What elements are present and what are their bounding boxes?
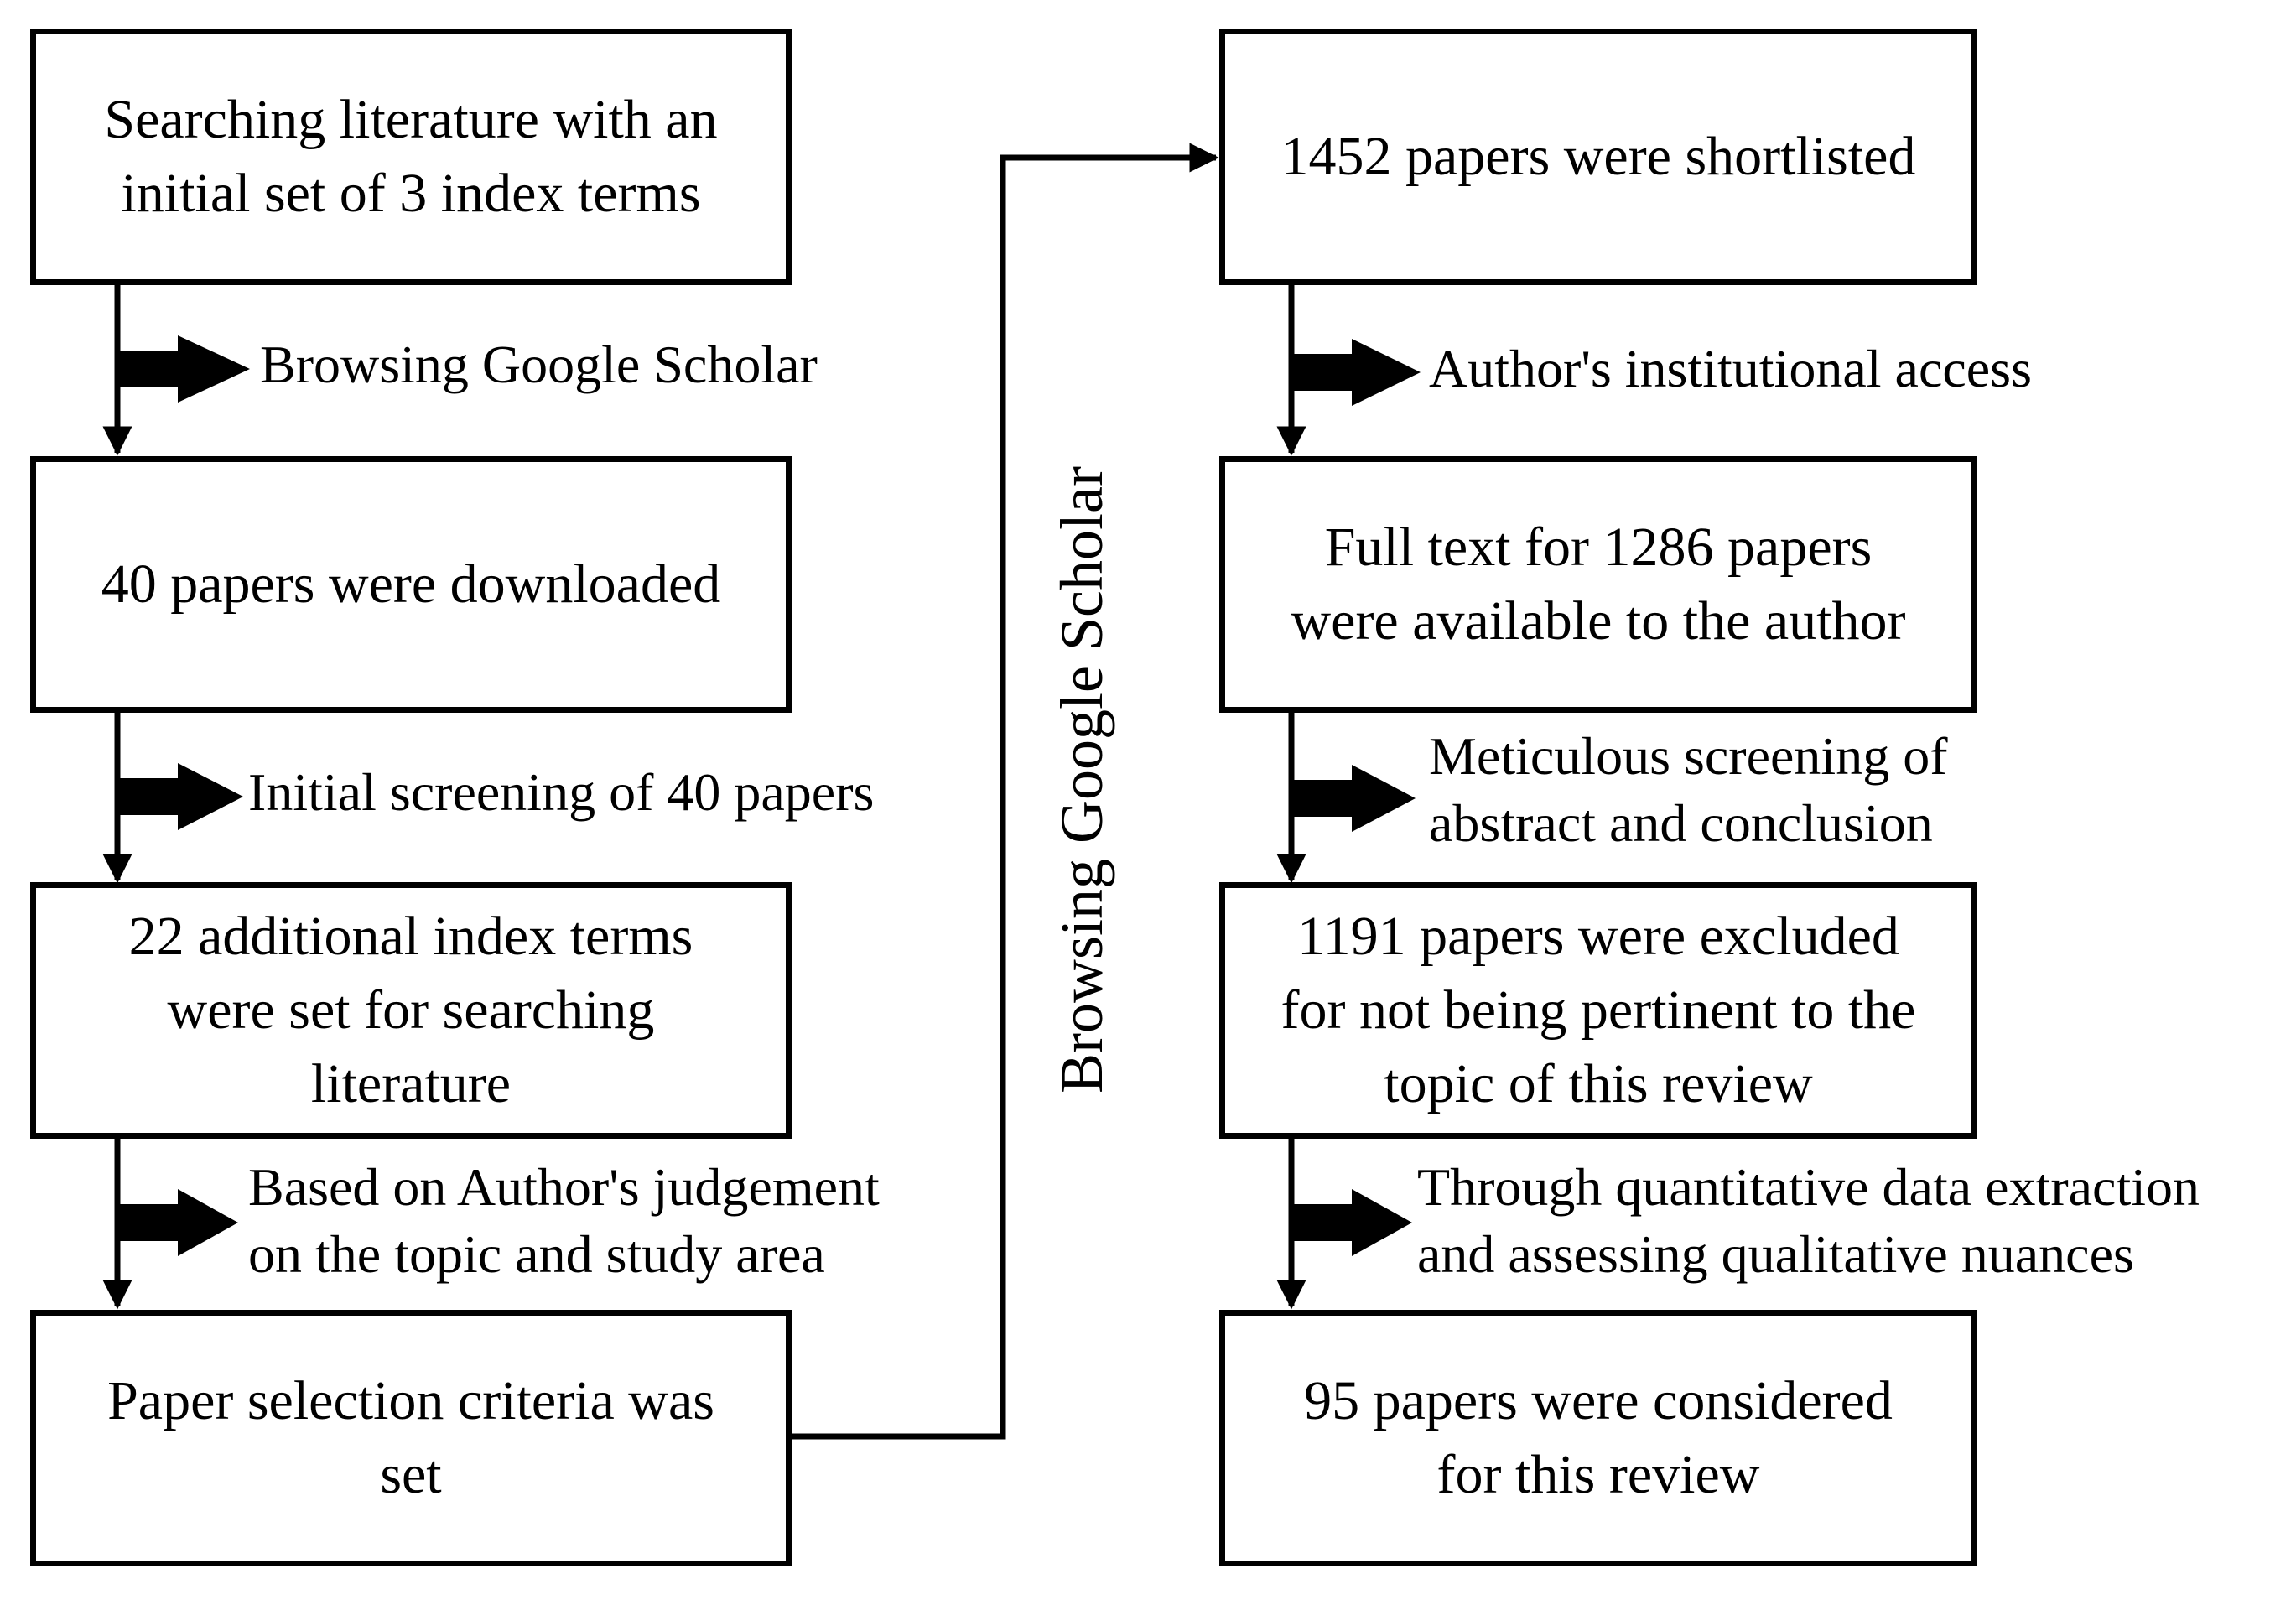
step-label-meticulous-screening: Meticulous screening of abstract and con… <box>1429 726 1948 853</box>
right-step-arrow-3 <box>1291 1189 1412 1256</box>
left-step-arrow-3 <box>117 1189 238 1256</box>
step-label-institutional-access: Author's institutional access <box>1429 339 2032 398</box>
right-step-arrow-2 <box>1291 765 1416 832</box>
box-additional-index-terms: 22 additional index terms were set for s… <box>30 882 792 1139</box>
box-excluded: 1191 papers were excluded for not being … <box>1219 882 1977 1139</box>
bridge-connector <box>792 143 1219 1440</box>
left-step-arrow-1 <box>117 335 250 403</box>
step-label-author-judgement: Based on Author's judgement on the topic… <box>248 1157 880 1284</box>
box-considered: 95 papers were considered for this revie… <box>1219 1310 1977 1566</box>
step-label-data-extraction: Through quantitative data extraction and… <box>1417 1157 2200 1284</box>
box-shortlisted: 1452 papers were shortlisted <box>1219 29 1977 285</box>
step-label-initial-screening: Initial screening of 40 papers <box>248 762 875 822</box>
box-full-text-available: Full text for 1286 papers were available… <box>1219 456 1977 713</box>
bridge-label: Browsing Google Scholar <box>1048 466 1115 1093</box>
box-selection-criteria: Paper selection criteria was set <box>30 1310 792 1566</box>
step-label-browsing-google-scholar: Browsing Google Scholar <box>260 335 818 394</box>
box-initial-search: Searching literature with an initial set… <box>30 29 792 285</box>
left-step-arrow-2 <box>117 763 243 830</box>
right-step-arrow-1 <box>1291 339 1421 406</box>
box-papers-downloaded: 40 papers were downloaded <box>30 456 792 713</box>
